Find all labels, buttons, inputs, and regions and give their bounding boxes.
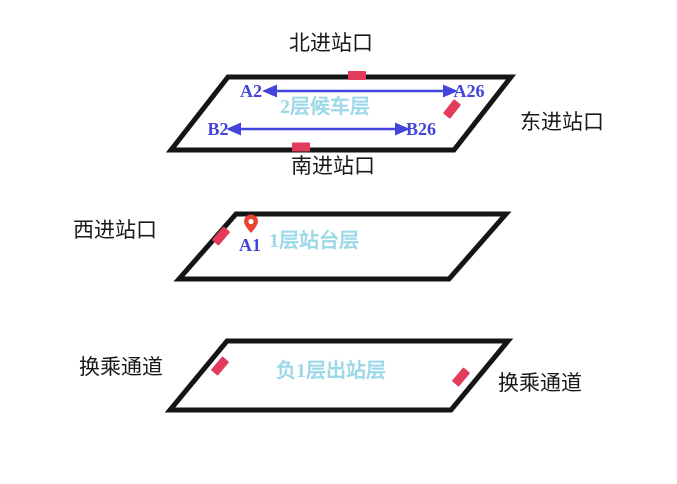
gate-b2-label: B2 [207, 119, 228, 139]
gate-range-arrow-b [226, 122, 410, 136]
arrow-b-left-head-icon [226, 122, 241, 136]
north-entrance-label: 北进站口 [289, 31, 373, 55]
gate-a26-label: A26 [454, 81, 485, 101]
gate-b26-label: B26 [406, 119, 436, 139]
waiting-floor-shape [165, 74, 517, 153]
arrow-b-right-head-icon [395, 122, 410, 136]
gate-marker-east [443, 99, 461, 119]
arrow-a-left-head-icon [262, 84, 277, 98]
waiting-floor-label: 2层候车层 [280, 94, 370, 118]
gate-a2-label: A2 [240, 81, 262, 101]
west-entrance-label: 西进站口 [73, 218, 157, 242]
pin-hole [248, 218, 254, 225]
exit-floor-shape [164, 338, 514, 413]
transfer-passage-right-label: 换乘通道 [498, 371, 582, 395]
transfer-passage-left-label: 换乘通道 [79, 355, 163, 379]
gate-marker-south [292, 142, 310, 152]
platform-floor-label: 1层站台层 [269, 228, 359, 252]
east-entrance-label: 东进站口 [520, 110, 604, 134]
gate-marker-west [212, 226, 230, 246]
exit-floor-label: 负1层出站层 [276, 358, 386, 382]
transfer-marker-right [452, 367, 470, 387]
gate-range-arrow-a [262, 84, 458, 98]
arrow-a-right-head-icon [443, 84, 458, 98]
gate-marker-north [348, 71, 366, 80]
south-entrance-label: 南进站口 [291, 154, 375, 178]
transfer-marker-left [211, 356, 229, 376]
gate-a1-label: A1 [239, 235, 261, 255]
platform-floor-shape [173, 211, 512, 282]
current-location-pin-icon [244, 214, 258, 233]
